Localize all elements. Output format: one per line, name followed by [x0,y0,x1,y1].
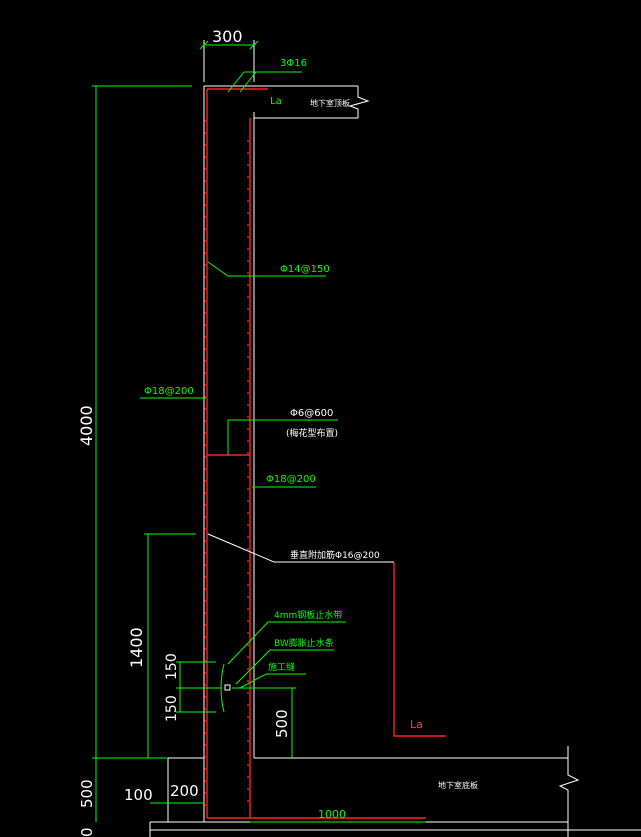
rebar-dots [204,120,249,810]
dim-500-text: 500 [273,709,291,738]
dim-100-text: 100 [124,786,153,804]
label-outer-vertical: Φ18@200 [144,386,194,397]
rebar [204,88,446,819]
dim-1400-text: 1400 [127,627,146,668]
label-tie-bar: Φ6@600 [290,408,333,419]
dim-200-text: 200 [170,782,199,800]
dim-300-text: 300 [212,27,243,46]
leader-bw-waterstop [235,649,334,685]
label-inner-vertical: Φ14@150 [280,264,330,275]
waterstop-mark [224,684,231,691]
base-slab-outline [149,757,568,837]
label-top-slab: 地下室顶板 [310,98,350,108]
leader-inner-vertical [207,261,326,277]
text-labels: 300 4000 1400 150 150 500 500 0 100 200 … [77,27,478,837]
label-la-top: La [270,96,282,107]
label-bw-waterstop: BW膨胀止水条 [274,637,334,649]
dim-4000-text: 4000 [77,405,96,446]
dim-base-0-text: 0 [78,827,96,837]
concrete-outline [149,40,641,837]
label-top-bars: 3Φ16 [280,58,307,69]
dim-base-500-text: 500 [78,779,96,808]
leader-added-bars [207,533,394,563]
top-slab-break [348,86,370,118]
annotations [92,40,426,823]
dim-150-ext [176,661,222,713]
leader-top-bars [227,71,302,93]
leader-construction-joint [239,673,306,689]
label-added-bars: 垂直附加筋Φ16@200 [290,549,380,561]
added-bar-bend [393,562,446,737]
label-base-slab: 地下室底板 [438,780,478,790]
label-tie-note: (梅花型布置) [286,427,338,439]
dim-150-lower-text: 150 [164,695,180,722]
waterstop-bracket [220,663,225,713]
base-slab-break [558,746,580,837]
label-inner-horizontal: Φ18@200 [266,474,316,485]
dim-1000-text: 1000 [318,808,346,821]
leader-steel-waterstop [227,621,346,665]
label-steel-waterstop: 4mm钢板止水带 [274,609,342,621]
top-slab-outline [204,85,358,119]
label-construction-joint: 施工缝 [268,661,295,673]
dim-150-upper-text: 150 [164,653,180,680]
dim-300-ticks [199,40,259,50]
label-la-bottom: La [410,718,423,731]
leader-tie-bar [227,419,338,455]
